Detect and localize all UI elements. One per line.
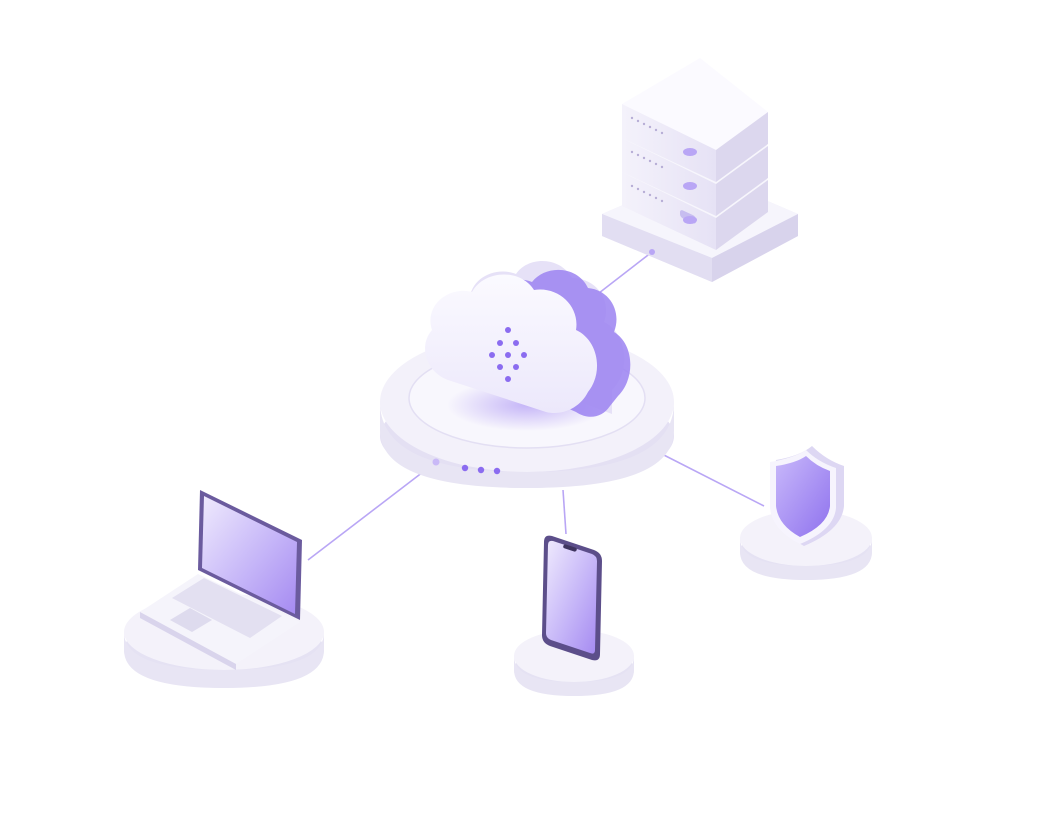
- laptop-icon: [140, 490, 302, 670]
- cloud-icon: [425, 260, 631, 417]
- server-rack-icon: [602, 58, 798, 282]
- smartphone-icon: [542, 535, 602, 661]
- server-indicators: [683, 148, 697, 224]
- links: [307, 251, 765, 561]
- server-unit-1: [622, 58, 768, 182]
- hub-indicator-dots: [461, 464, 501, 475]
- laptop-node: [124, 490, 324, 688]
- server-vent-dots: [630, 116, 664, 203]
- phone-node: [514, 535, 634, 696]
- link-cloud-laptop: [307, 461, 437, 561]
- link-cloud-phone: [562, 489, 567, 535]
- link-cloud-shield: [653, 449, 765, 507]
- dot-grid-logo: [489, 327, 527, 382]
- security-shield-icon: [770, 446, 844, 546]
- shield-node: [740, 446, 872, 580]
